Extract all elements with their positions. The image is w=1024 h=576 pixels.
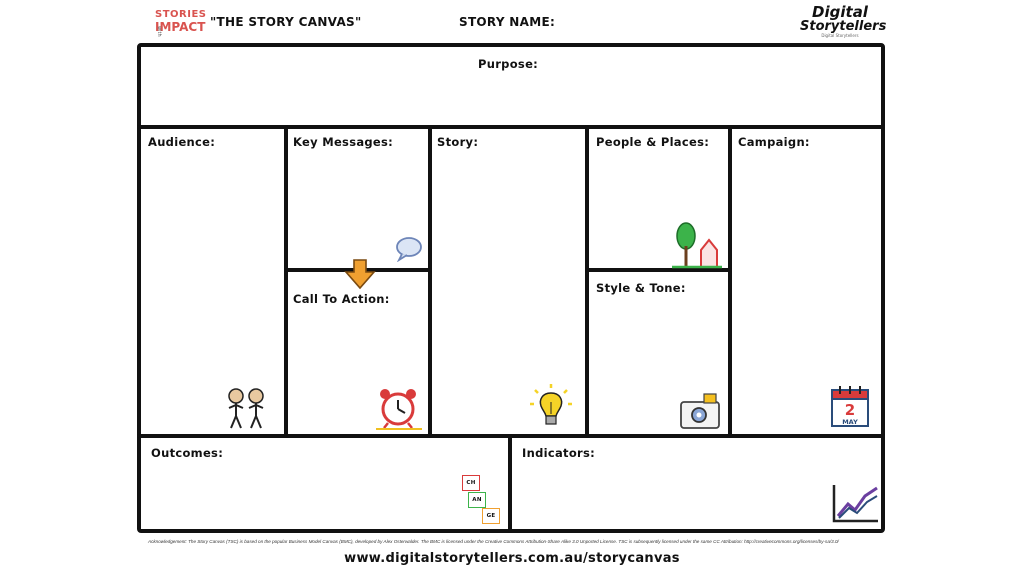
- stories-with-impact-logo: STORIES with IMPACT: [155, 9, 207, 37]
- lightbulb-icon: [530, 384, 572, 425]
- campaign-label: Campaign:: [738, 135, 810, 149]
- logo-left-with: with: [156, 26, 162, 37]
- block-ch: CH: [462, 475, 480, 491]
- divider-outcomes: [508, 434, 512, 533]
- line-graph-icon: [832, 485, 878, 523]
- key-messages-label: Key Messages:: [293, 135, 394, 149]
- outcomes-label: Outcomes:: [151, 446, 224, 460]
- story-label: Story:: [437, 135, 479, 149]
- divider-people: [728, 125, 732, 438]
- block-ge: GE: [482, 508, 500, 524]
- logo-right-line1: Digital: [812, 3, 868, 21]
- divider-story: [585, 125, 589, 438]
- call-to-action-label: Call To Action:: [293, 292, 390, 306]
- logo-right-line2: Storytellers: [800, 19, 887, 34]
- logo-right-tagline: Digital Storytellers: [821, 33, 859, 38]
- speech-bubble-icon: [396, 237, 422, 262]
- story-name-label: STORY NAME:: [459, 15, 556, 29]
- divider-style-tone: [585, 268, 732, 272]
- style-tone-label: Style & Tone:: [596, 281, 686, 295]
- block-an: AN: [468, 492, 486, 508]
- calendar-day: 2: [845, 401, 855, 419]
- logo-left-line1: STORIES: [155, 9, 207, 20]
- people-places-label: People & Places:: [596, 135, 710, 149]
- indicators-label: Indicators:: [522, 446, 596, 460]
- logo-left-line2: IMPACT: [155, 20, 206, 34]
- camera-icon: [680, 393, 720, 429]
- digital-storytellers-logo: Digital Storytellers Digital Storyteller…: [800, 3, 887, 38]
- people-icon: [228, 388, 264, 429]
- tree-house-icon: [672, 222, 722, 269]
- calendar-icon: 2 MAY: [831, 386, 869, 427]
- divider-audience: [284, 125, 288, 438]
- purpose-label: Purpose:: [478, 57, 539, 71]
- audience-label: Audience:: [148, 135, 216, 149]
- acknowledgement-text: Acknowledgement: The Story Canvas (TSC) …: [148, 539, 839, 544]
- arrow-down-icon: [344, 259, 376, 290]
- change-blocks-icon: CH AN GE: [458, 475, 506, 525]
- alarm-clock-icon: [376, 389, 422, 430]
- canvas-title: "THE STORY CANVAS": [210, 15, 362, 29]
- divider-messages: [428, 125, 432, 438]
- footer-url[interactable]: www.digitalstorytellers.com.au/storycanv…: [344, 551, 680, 566]
- divider-purpose: [137, 125, 885, 129]
- calendar-month: MAY: [842, 418, 858, 426]
